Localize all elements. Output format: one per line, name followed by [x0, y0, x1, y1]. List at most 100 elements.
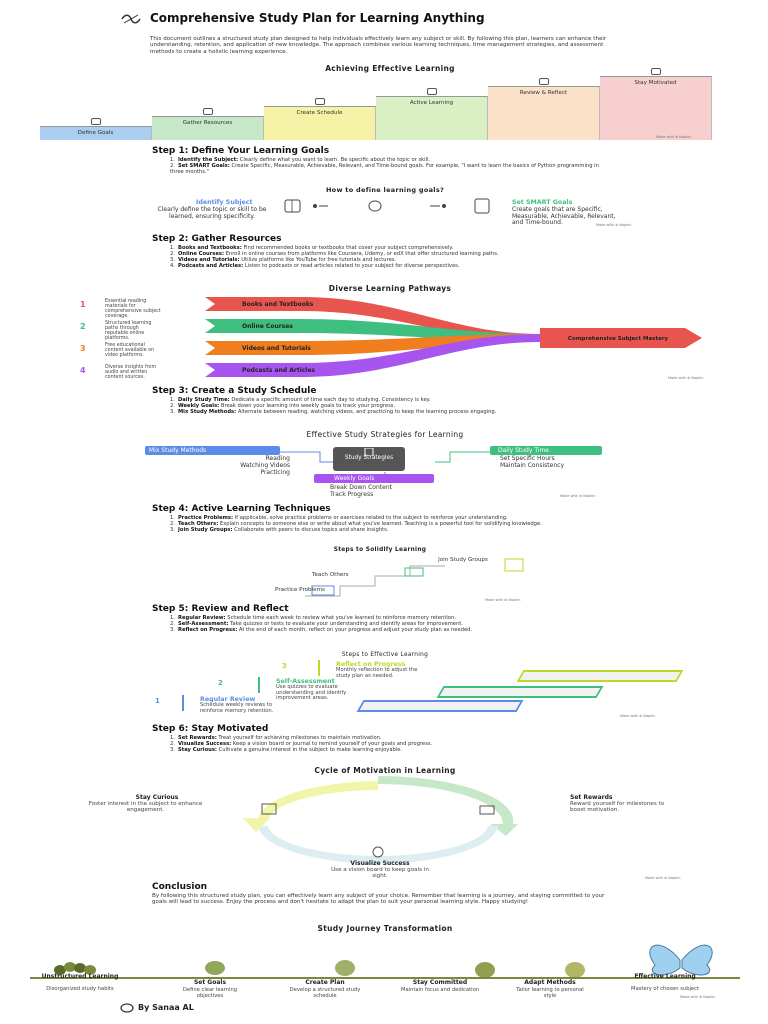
daily-study-items: Set Specific Hours Maintain Consistency [500, 455, 630, 469]
step2-list: 1.Books and Textbooks: Find recommended … [170, 245, 610, 269]
list-item: 3.Reflect on Progress: At the end of eac… [170, 627, 610, 633]
list-item: 4.Podcasts and Articles: Listen to podca… [170, 263, 610, 269]
pathway-label: Books and Textbooks [242, 301, 314, 308]
chrysalis-icon-2 [335, 960, 355, 976]
step2-heading: Step 2: Gather Resources [152, 234, 282, 244]
chrysalis-icon-4 [565, 962, 585, 978]
review-step-desc: Monthly reflection to adjust the study p… [336, 667, 418, 679]
staircase-step-label: Active Learning [409, 100, 454, 106]
journey-stage-desc: Maintain focus and dedication [400, 987, 480, 993]
staircase-step-label: Create Schedule [296, 110, 343, 116]
list-text: Explain concepts to someone else or writ… [218, 521, 542, 527]
method-item: Practicing [260, 469, 290, 476]
napkin-credit: Made with ⊛ Napkin [560, 494, 596, 498]
list-bold-label: Identify the Subject: [178, 157, 239, 163]
step-icon [538, 78, 549, 85]
step-icon [202, 108, 213, 115]
step4-list: 1.Practice Problems: If applicable, solv… [170, 515, 610, 533]
diagram-solidify-title: Steps to Solidify Learning [333, 547, 427, 553]
journey-stage-desc: Disorganized study habits [46, 986, 114, 992]
list-item: 3.Stay Curious: Cultivate a genuine inte… [170, 747, 610, 753]
method-item: Reading [265, 455, 290, 462]
list-number: 2. [170, 521, 175, 527]
visualize-success-text: Use a vision board to keep goals in sigh… [331, 867, 429, 879]
list-bold-label: Online Courses: [178, 251, 225, 257]
list-number: 2. [170, 403, 175, 409]
pathway-number: 1 [80, 300, 86, 309]
step4-heading: Step 4: Active Learning Techniques [152, 504, 331, 514]
list-bold-label: Regular Review: [178, 615, 226, 621]
list-number: 2. [170, 741, 175, 747]
list-bold-label: Reflect on Progress: [178, 627, 238, 633]
weekly-goals-items: Break Down Content Track Progress [330, 484, 480, 498]
pathway-label: Online Courses [242, 323, 293, 330]
step1-list: 1.Identify the Subject: Clearly define w… [170, 157, 610, 175]
list-text: Break down your learning into weekly goa… [219, 403, 396, 409]
method-item: Watching Videos [240, 462, 290, 469]
diagram-motivation-title: Cycle of Motivation in Learning [314, 766, 456, 775]
list-bold-label: Daily Study Time: [178, 397, 230, 403]
mix-methods-label: Mix Study Methods [145, 446, 280, 455]
list-text: Create Specific, Measurable, Achievable,… [170, 163, 599, 175]
list-text: Find recommended books or textbooks that… [241, 245, 454, 251]
napkin-credit: Made with ⊛ Napkin [596, 223, 632, 227]
pathway-number: 2 [80, 322, 86, 331]
list-text: Enroll in online courses from platforms … [224, 251, 499, 257]
stay-curious-title: Stay Curious [135, 794, 179, 801]
diagram-effective-learning-title: Achieving Effective Learning [325, 64, 455, 73]
list-text: Listen to podcasts or read articles rela… [243, 263, 460, 269]
list-text: Dedicate a specific amount of time each … [229, 397, 431, 403]
review-step-number: 3 [282, 662, 287, 670]
list-item: 2.Teach Others: Explain concepts to some… [170, 521, 610, 527]
list-text: If applicable, solve practice problems o… [233, 515, 508, 521]
napkin-credit: Made with ⊛ Napkin [668, 376, 704, 380]
list-number: 1. [170, 615, 175, 621]
practice-icon [311, 585, 335, 596]
list-text: Alternate between reading, watching vide… [236, 409, 497, 415]
list-bold-label: Books and Textbooks: [178, 245, 242, 251]
list-bold-label: Podcasts and Articles: [178, 263, 244, 269]
list-bold-label: Join Study Groups: [178, 527, 233, 533]
journey-stage-label: Unstructured Learning [41, 973, 119, 980]
list-number: 4. [170, 263, 175, 269]
define-goals-connector [284, 198, 490, 214]
review-step-label: Self-Assessment [276, 678, 335, 685]
diagram-define-goals-title: How to define learning goals? [325, 186, 445, 194]
list-bold-label: Weekly Goals: [178, 403, 220, 409]
list-bold-label: Set SMART Goals: [178, 163, 230, 169]
list-bold-label: Practice Problems: [178, 515, 234, 521]
journey-stage-label: Adapt Methods [524, 979, 576, 986]
step6-list: 1.Set Rewards: Treat yourself for achiev… [170, 735, 610, 753]
mastery-label: Comprehensive Subject Mastery [568, 336, 669, 342]
step-icon [650, 68, 661, 75]
list-item: 3.Mix Study Methods: Alternate between r… [170, 409, 610, 415]
journey-stage-desc: Tailor learning to personal style [516, 987, 584, 999]
review-step-bar [318, 660, 320, 676]
author-logo-icon [120, 1003, 134, 1013]
list-number: 3. [170, 627, 175, 633]
set-rewards-title: Set Rewards [570, 794, 613, 801]
staircase-step: Create Schedule [264, 98, 376, 140]
list-number: 2. [170, 251, 175, 257]
diagram-pathways-title: Diverse Learning Pathways [328, 284, 452, 293]
step5-list: 1.Regular Review: Schedule time each wee… [170, 615, 610, 633]
list-item: 1.Regular Review: Schedule time each wee… [170, 615, 610, 621]
solidify-stairs [305, 558, 524, 597]
title-logo-icon [121, 14, 141, 24]
journey-stage-label: Stay Committed [412, 979, 468, 986]
list-item: 2.Weekly Goals: Break down your learning… [170, 403, 610, 409]
list-bold-label: Teach Others: [178, 521, 219, 527]
solidify-step-practice: Practice Problems [275, 587, 325, 593]
staircase-step: Review & Reflect [488, 78, 600, 140]
list-text: Keep a vision board or journal to remind… [231, 741, 433, 747]
journey-stage-desc: Define clear learning objectives [182, 987, 238, 999]
list-number: 3. [170, 527, 175, 533]
napkin-credit: Made with ⊛ Napkin [645, 876, 681, 880]
list-number: 2. [170, 621, 175, 627]
review-step-number: 2 [218, 679, 223, 687]
caterpillar-icon [54, 962, 96, 975]
list-item: 1.Identify the Subject: Clearly define w… [170, 157, 610, 163]
